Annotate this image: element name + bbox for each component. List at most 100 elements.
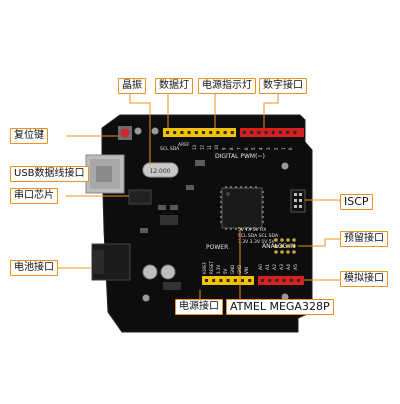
mounting-hole xyxy=(281,162,289,170)
pin-label: 5V xyxy=(223,268,228,274)
digital-header-yellow xyxy=(163,128,236,137)
header-holes xyxy=(166,131,297,134)
pin-label: 8 xyxy=(229,147,234,150)
pin-label: 12 xyxy=(199,144,204,150)
smd-component xyxy=(158,205,166,210)
header-hole xyxy=(289,279,293,282)
label-digital-port: 数字接口 xyxy=(259,78,307,94)
header-hole xyxy=(212,279,216,282)
pin-label: 13 xyxy=(192,144,197,150)
pin-label: 2 xyxy=(273,147,278,150)
smd-component xyxy=(140,228,148,233)
scl-sda-silkscreen: SCL SDA xyxy=(160,146,180,152)
header-hole xyxy=(248,279,252,282)
header-hole xyxy=(257,131,261,134)
mcu-chip xyxy=(221,187,263,229)
mounting-hole xyxy=(281,293,289,301)
pin-label: 3 xyxy=(266,147,271,150)
pin-label: GND xyxy=(230,265,235,274)
header-hole xyxy=(275,279,279,282)
pin-label: 3.3V xyxy=(216,265,221,274)
pin-label: 6 xyxy=(244,147,249,150)
pin-label: RESET xyxy=(209,261,214,274)
smd-component xyxy=(160,215,178,225)
mcu-pins xyxy=(220,186,264,230)
header-hole xyxy=(286,131,290,134)
leader-digital-port xyxy=(263,93,279,128)
pin-label: 0 xyxy=(288,147,293,150)
pin-label: A2 xyxy=(272,264,278,270)
header-hole xyxy=(166,131,169,134)
label-reset-key: 复位键 xyxy=(10,128,48,144)
reserved-row-2: SCL SDA SCL SDA xyxy=(238,233,279,239)
iscp-pins xyxy=(294,193,302,208)
header-hole xyxy=(223,131,227,134)
header-hole xyxy=(180,131,184,134)
analog-in-silkscreen: ANALOG IN xyxy=(262,243,295,250)
header-hole xyxy=(209,131,213,134)
pin-label: 7 xyxy=(236,147,241,150)
label-power-port: 电源接口 xyxy=(175,299,223,315)
pin-label: 4 xyxy=(259,147,264,150)
header-hole xyxy=(250,131,254,134)
header-hole xyxy=(279,131,282,134)
label-crystal: 晶振 xyxy=(118,78,146,94)
analog-header-red xyxy=(258,276,304,285)
pin-label: A4 xyxy=(286,264,292,270)
header-hole xyxy=(293,131,297,134)
pin-label: A0 xyxy=(258,264,264,270)
header-hole xyxy=(271,131,275,134)
header-hole xyxy=(216,131,220,134)
mounting-hole xyxy=(151,127,159,135)
header-hole xyxy=(205,279,208,282)
label-iscp: ISCP xyxy=(340,194,373,210)
header-hole xyxy=(173,131,177,134)
crystal-marking: 12.000 xyxy=(150,168,171,175)
label-data-led: 数据灯 xyxy=(155,78,193,94)
header-hole xyxy=(241,279,244,282)
header-hole xyxy=(194,131,198,134)
label-reserved-port: 预留接口 xyxy=(340,231,388,247)
mounting-hole xyxy=(142,294,150,302)
smd-component xyxy=(195,160,205,166)
pin-label: A1 xyxy=(265,264,271,270)
dc-power-jack-front xyxy=(92,250,104,274)
label-serial-chip: 串口芯片 xyxy=(10,188,58,204)
pin-label: 11 xyxy=(207,144,212,150)
pin-label: VIN xyxy=(244,267,249,274)
pin-label: A5 xyxy=(293,264,299,270)
header-hole xyxy=(297,279,300,282)
label-usb-port: USB数据线接口 xyxy=(10,166,89,182)
mounting-hole xyxy=(134,127,142,135)
label-battery-port: 电池接口 xyxy=(10,260,58,276)
pin-label: 10 xyxy=(214,144,219,150)
pin-label: 5 xyxy=(251,147,256,150)
smd-component xyxy=(170,205,178,210)
header-hole xyxy=(219,279,223,282)
reserved-row-3: 3.3V 3.3V 5V 5V xyxy=(238,239,276,245)
serial-chip xyxy=(128,189,152,205)
header-hole xyxy=(264,131,268,134)
voltage-regulator xyxy=(163,282,181,290)
usb-connector-slot xyxy=(96,166,112,182)
header-hole xyxy=(226,279,230,282)
electrolytic-capacitor xyxy=(142,264,158,280)
header-hole xyxy=(230,131,234,134)
aref-silkscreen: AREF xyxy=(178,142,190,148)
power-silkscreen: POWER xyxy=(206,244,228,251)
header-hole xyxy=(187,131,191,134)
digital-silkscreen: DIGITAL PWM(~) xyxy=(215,153,265,160)
pin-label: 1 xyxy=(281,147,286,150)
reset-button-cap xyxy=(120,128,130,138)
reserved-row-1: 5V TX SV RX xyxy=(238,227,266,233)
label-mcu: ATMEL MEGA328P xyxy=(226,299,334,315)
pin-label: A3 xyxy=(279,264,285,270)
electrolytic-capacitor xyxy=(160,264,176,280)
label-analog-port: 模拟接口 xyxy=(340,271,388,287)
pin-label: IOREF xyxy=(202,261,207,274)
mcu-dot xyxy=(226,192,230,196)
